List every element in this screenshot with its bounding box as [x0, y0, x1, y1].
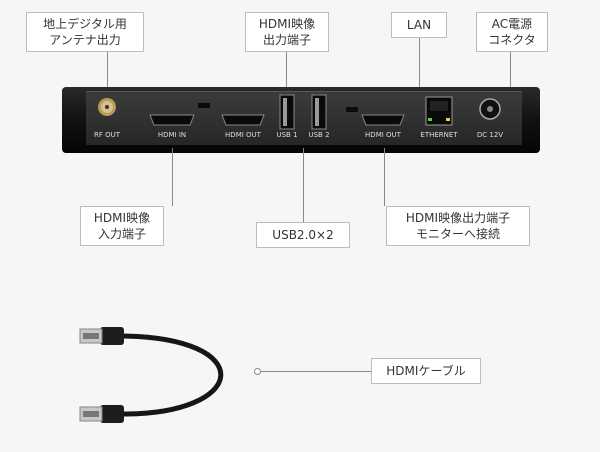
- port-label-dc: DC 12V: [477, 131, 503, 139]
- callout-antenna-output: 地上デジタル用 アンテナ出力: [26, 12, 144, 52]
- callout-antenna-line2: アンテナ出力: [49, 33, 121, 47]
- callout-hdmi-input: HDMI映像 入力端子: [80, 206, 164, 246]
- port-label-ethernet: ETHERNET: [420, 131, 458, 139]
- usb1-port: USB 1: [276, 94, 298, 139]
- callout-lan: LAN: [391, 12, 447, 38]
- callout-hdmi-output: HDMI映像 出力端子: [245, 12, 329, 52]
- dc-power-port: DC 12V: [477, 98, 503, 139]
- ethernet-port: ETHERNET: [420, 96, 458, 139]
- leader-line-ac: [510, 52, 511, 98]
- callout-hdmi-input-line1: HDMI映像: [93, 211, 151, 225]
- device-back-panel: RF OUT HDMI IN HDMI OUT USB 1 USB 2 HDMI…: [62, 87, 540, 153]
- hdmi-in-port: HDMI IN: [149, 114, 195, 139]
- port-label-usb2: USB 2: [308, 131, 329, 139]
- callout-ac-line2: コネクタ: [488, 33, 536, 47]
- usb2-port: USB 2: [308, 94, 330, 139]
- callout-ac-connector: AC電源 コネクタ: [476, 12, 548, 52]
- leader-line-monitor: [384, 148, 385, 206]
- callout-cable-line1: HDMIケーブル: [386, 364, 466, 378]
- callout-ac-line1: AC電源: [491, 17, 533, 31]
- callout-usb: USB2.0×2: [256, 222, 350, 248]
- callout-monitor-output: HDMI映像出力端子 モニターへ接続: [386, 206, 530, 246]
- port-label-usb1: USB 1: [276, 131, 297, 139]
- leader-line-usb: [303, 148, 304, 222]
- leader-line-antenna: [107, 52, 108, 98]
- callout-usb-line1: USB2.0×2: [272, 228, 334, 242]
- leader-line-hdmi-in: [172, 148, 173, 206]
- leader-line-cable: [261, 371, 371, 372]
- callout-hdmi-output-line2: 出力端子: [262, 33, 311, 47]
- port-label-rf-out: RF OUT: [94, 131, 121, 139]
- rf-out-port: RF OUT: [94, 98, 121, 139]
- callout-hdmi-input-line2: 入力端子: [97, 227, 146, 241]
- cable-leader-dot: [254, 368, 261, 375]
- callout-monitor-line1: HDMI映像出力端子: [405, 211, 511, 225]
- hdmi-cable-image: [79, 327, 224, 423]
- callout-monitor-line2: モニターへ接続: [415, 227, 500, 241]
- hdmi-out-monitor-port: HDMI OUT: [361, 114, 405, 139]
- port-label-hdmi-in: HDMI IN: [158, 131, 186, 139]
- hdmi-out-port: HDMI OUT: [221, 114, 265, 139]
- callout-hdmi-cable: HDMIケーブル: [371, 358, 481, 384]
- port-label-hdmi-out: HDMI OUT: [225, 131, 262, 139]
- callout-antenna-line1: 地上デジタル用: [43, 17, 127, 31]
- leader-line-hdmi-out: [286, 52, 287, 97]
- port-label-hdmi-out2: HDMI OUT: [365, 131, 402, 139]
- callout-hdmi-output-line1: HDMI映像: [258, 17, 316, 31]
- callout-lan-line1: LAN: [406, 18, 432, 32]
- leader-line-lan: [419, 38, 420, 98]
